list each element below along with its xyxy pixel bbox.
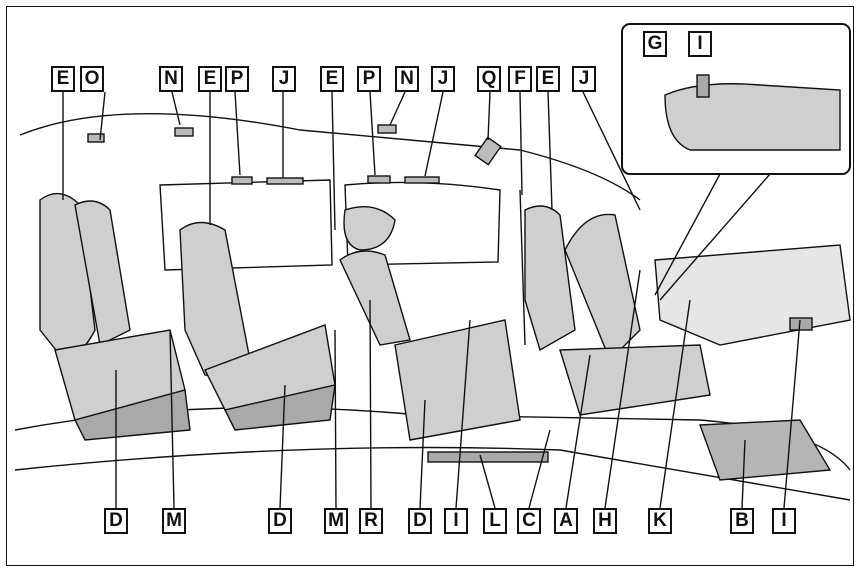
callout-bottom-2: M <box>162 508 186 534</box>
callout-top-13: E <box>536 66 560 92</box>
inset-switch <box>697 75 709 97</box>
overhead-light-n1 <box>175 128 193 136</box>
overhead-q <box>475 137 501 164</box>
callout-bottom-5: R <box>359 508 383 534</box>
callout-top-3: N <box>159 66 183 92</box>
inset-console <box>665 84 840 150</box>
driver-seat-back <box>565 214 640 360</box>
overhead-light-n2 <box>378 125 396 133</box>
callout-top-11: Q <box>477 66 501 92</box>
callout-top-10: J <box>431 66 455 92</box>
passenger-seat-back <box>525 206 575 350</box>
middle-seat-backrest <box>340 251 410 345</box>
callout-bottom-8: L <box>483 508 507 534</box>
callout-bottom-9: C <box>517 508 541 534</box>
callout-bottom-14: I <box>772 508 796 534</box>
callout-bottom-11: H <box>593 508 617 534</box>
pillar-line <box>520 190 525 345</box>
callout-bottom-6: D <box>408 508 432 534</box>
callout-bottom-10: A <box>554 508 578 534</box>
overhead-light-p2 <box>368 176 390 183</box>
callout-bottom-4: M <box>324 508 348 534</box>
overhead-light-p1 <box>232 177 252 184</box>
callout-top-1: E <box>51 66 75 92</box>
dashboard <box>655 245 850 345</box>
callout-bottom-13: B <box>730 508 754 534</box>
overhead-light-j1 <box>267 178 303 184</box>
callout-bottom-3: D <box>268 508 292 534</box>
callout-inset-2: I <box>688 31 712 57</box>
callout-top-5: P <box>225 66 249 92</box>
floor-mat <box>700 420 830 480</box>
overhead-light-o <box>88 134 104 142</box>
step-light <box>428 452 548 462</box>
callout-top-2: O <box>80 66 104 92</box>
callout-top-4: E <box>198 66 222 92</box>
callout-top-8: P <box>357 66 381 92</box>
callout-top-9: N <box>395 66 419 92</box>
callout-bottom-7: I <box>444 508 468 534</box>
callout-top-6: J <box>272 66 296 92</box>
callout-bottom-12: K <box>648 508 672 534</box>
callout-top-12: F <box>508 66 532 92</box>
callout-bottom-1: D <box>104 508 128 534</box>
callout-top-7: E <box>320 66 344 92</box>
callout-inset-1: G <box>643 31 667 57</box>
callout-top-14: J <box>572 66 596 92</box>
overhead-light-j2 <box>405 177 439 183</box>
middle-seat-body <box>395 320 520 440</box>
console-switch <box>790 318 812 330</box>
